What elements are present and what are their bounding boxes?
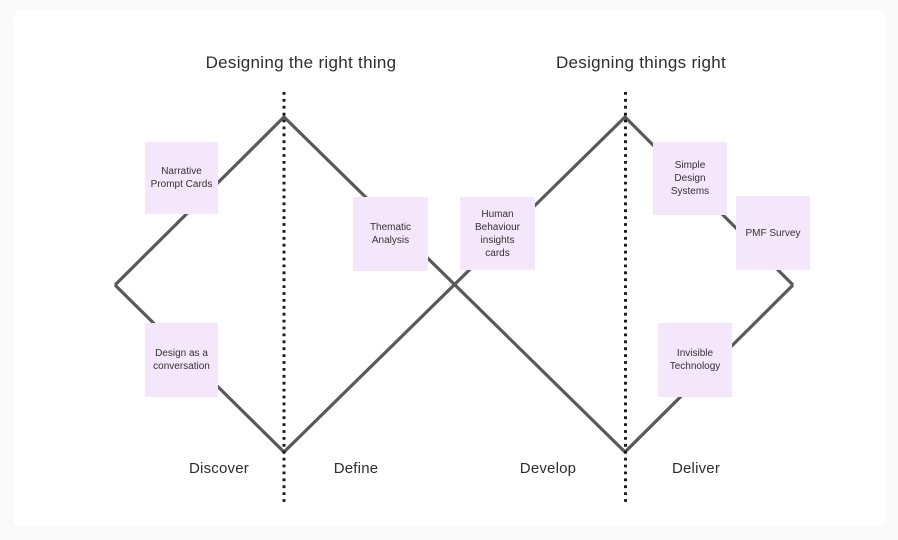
sticky-note-thematic-analysis[interactable]: Thematic Analysis xyxy=(353,197,428,271)
sticky-note-invisible-technology[interactable]: Invisible Technology xyxy=(658,323,732,397)
sticky-note-design-as-a-conversation[interactable]: Design as a conversation xyxy=(145,323,218,397)
title-designing-the-right-thing: Designing the right thing xyxy=(205,53,397,72)
title-designing-things-right: Designing things right xyxy=(555,53,727,72)
sticky-note-simple-design-systems[interactable]: Simple Design Systems xyxy=(653,142,727,215)
sticky-note-narrative-prompt-cards[interactable]: Narrative Prompt Cards xyxy=(145,142,218,214)
phase-label-define: Define xyxy=(333,460,379,477)
phase-label-develop: Develop xyxy=(519,460,577,477)
sticky-note-human-behaviour-insights-cards[interactable]: Human Behaviour insights cards xyxy=(460,197,535,270)
sticky-note-pmf-survey[interactable]: PMF Survey xyxy=(736,196,810,270)
phase-label-deliver: Deliver xyxy=(671,460,721,477)
phase-label-discover: Discover xyxy=(189,460,249,477)
